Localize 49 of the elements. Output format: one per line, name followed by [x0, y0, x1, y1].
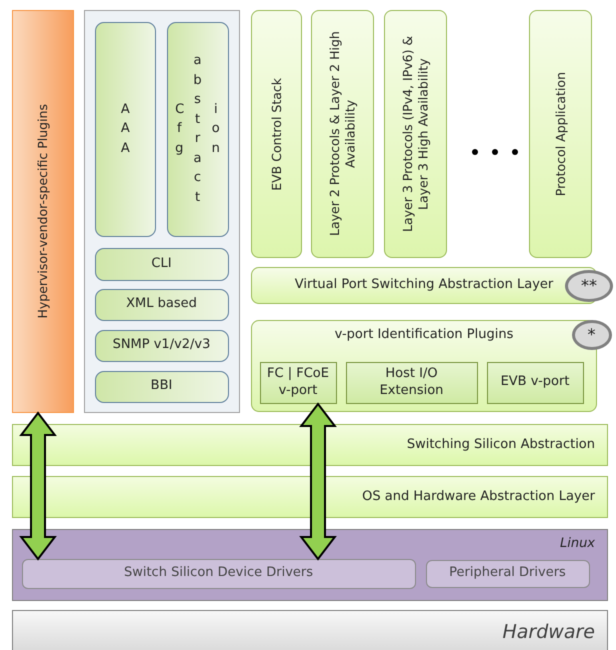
module-box	[94, 330, 228, 362]
driver-box	[22, 558, 416, 588]
box-label: Linux	[560, 536, 595, 552]
box-label: Hardware	[502, 620, 595, 644]
protocol-box	[529, 10, 592, 258]
box-label: EVB Control Stack	[268, 78, 284, 190]
box-label: v-port Identification Plugins	[334, 327, 514, 344]
box-label: Host I/O Extension	[378, 366, 444, 399]
double-arrow	[19, 411, 57, 561]
box-label: EVB v-port	[500, 374, 570, 391]
note-badge	[565, 270, 613, 302]
double-arrow	[299, 402, 337, 561]
module-box	[94, 248, 228, 280]
protocol-box	[251, 10, 302, 258]
module-box	[166, 22, 228, 236]
box-label: SNMP v1/v2/v3	[112, 337, 210, 354]
note-mark: *	[588, 324, 596, 344]
box-label: Hypervisor-vendor-specific Plugins	[35, 104, 51, 319]
plugin-panel	[12, 10, 74, 413]
layer-band	[12, 424, 608, 466]
box-label: Switch Silicon Device Drivers	[124, 565, 314, 582]
box-label: Peripheral Drivers	[449, 565, 566, 582]
management-panel	[84, 10, 240, 413]
box-label: FC | FCoE v-port	[266, 366, 330, 399]
box-label: Switching Silicon Abstraction	[406, 436, 595, 454]
plugin-box	[260, 362, 336, 404]
box-label: XML based	[126, 296, 197, 313]
protocol-box	[384, 10, 447, 258]
hardware-band	[12, 610, 608, 650]
plugin-box	[486, 362, 584, 404]
plugin-box	[346, 362, 478, 404]
box-label: Layer 2 Protocols & Layer 2 High Availability	[326, 30, 358, 238]
note-mark: **	[581, 276, 597, 296]
box-label: AAA	[120, 100, 130, 158]
box-label: Virtual Port Switching Abstraction Layer	[294, 277, 554, 294]
protocol-box	[311, 10, 374, 258]
module-box	[94, 288, 228, 320]
box-label: CLI	[151, 256, 172, 272]
note-badge	[572, 320, 612, 350]
box-label: Protocol Application	[552, 72, 568, 196]
box-label: Layer 3 Protocols (IPv4, IPv6) & Layer 3 High Availability	[400, 34, 432, 234]
box-label: OS and Hardware Abstraction Layer	[362, 488, 595, 506]
driver-box	[426, 560, 590, 588]
os-band	[12, 529, 608, 601]
module-box	[94, 370, 228, 402]
module-box	[94, 22, 156, 236]
box-label: BBI	[150, 378, 172, 395]
layer-band	[12, 476, 608, 518]
layer-box	[251, 267, 597, 304]
